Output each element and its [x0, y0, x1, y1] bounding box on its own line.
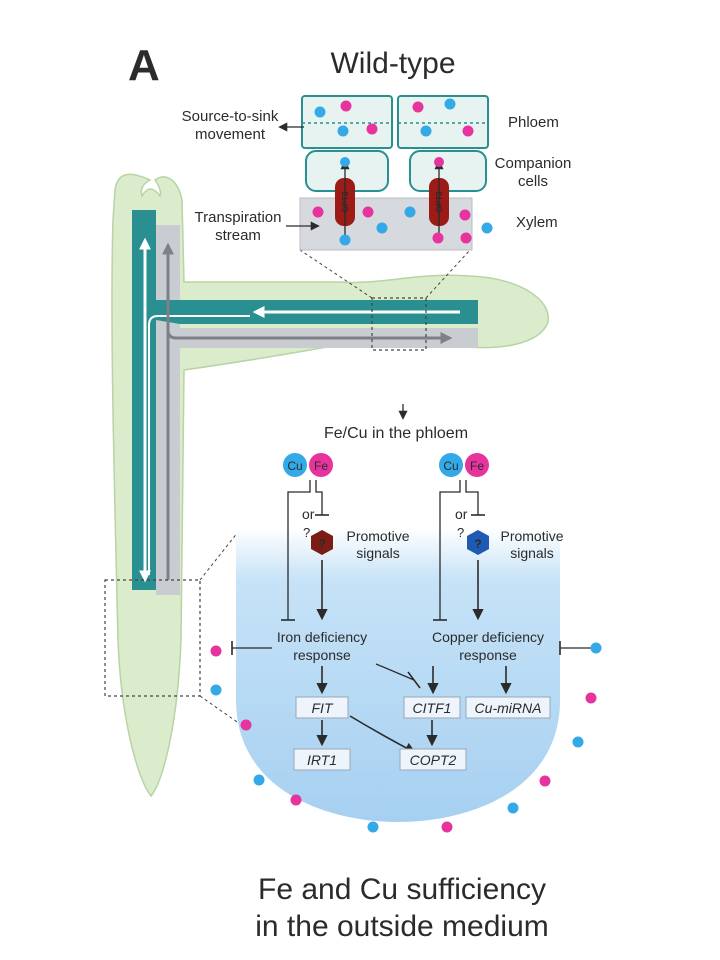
promotive-label-right-1: Promotive	[500, 528, 563, 544]
cu-fe-pair-left: Cu Fe	[283, 453, 333, 477]
left-signal-branch: or ? ? Promotive signals	[281, 480, 410, 621]
svg-text:?: ?	[457, 525, 464, 540]
xylem-arrow-right	[166, 329, 453, 344]
copper-response-label-2: response	[459, 647, 517, 663]
iron-response-label-1: Iron deficiency	[277, 629, 367, 645]
svg-text:?: ?	[474, 537, 481, 551]
cu-ion-left	[283, 453, 307, 477]
source-to-sink-label-2: movement	[195, 126, 266, 143]
caption-line-1: Fe and Cu sufficiency	[258, 873, 546, 906]
gene-box-citf1	[403, 696, 461, 719]
gene-irt1: IRT1	[307, 752, 337, 768]
copper-response-label-1: Copper deficiency	[432, 629, 544, 645]
phloem-cell-right	[397, 95, 489, 149]
right-signal-branch: or ? ? Promotive signals	[433, 480, 564, 621]
promotive-label-left-2: signals	[356, 545, 400, 561]
vascular-inset: OPT3 OPT3	[299, 95, 493, 251]
svg-text:Fe: Fe	[314, 459, 328, 473]
cu-ion-right	[439, 453, 463, 477]
svg-text:Fe: Fe	[470, 459, 484, 473]
cu-fe-pair-right: Cu Fe	[439, 453, 489, 477]
gene-citf1: CITF1	[413, 700, 452, 716]
promotive-label-right-2: signals	[510, 545, 554, 561]
root-zoom-box	[104, 579, 201, 697]
svg-text:or: or	[302, 506, 315, 522]
caption-line-2: in the outside medium	[255, 910, 549, 943]
gene-box-cu-mirna	[465, 696, 551, 719]
inhibition-bar-icon	[407, 671, 421, 689]
svg-text:Cu: Cu	[287, 459, 302, 473]
iron-response-label-2: response	[293, 647, 351, 663]
gene-fit: FIT	[312, 700, 334, 716]
hexagon-icon	[467, 530, 489, 555]
source-to-sink-label-1: Source-to-sink	[182, 108, 279, 125]
signal-heading: Fe/Cu in the phloem	[324, 425, 468, 442]
promotive-label-left-1: Promotive	[346, 528, 409, 544]
transpiration-label-1: Transpiration	[195, 209, 282, 226]
xylem-label: Xylem	[516, 214, 558, 231]
fe-ion-left	[309, 453, 333, 477]
hexagon-icon	[311, 530, 333, 555]
svg-text:or: or	[455, 506, 468, 522]
companion-label-1: Companion	[495, 155, 572, 172]
figure-title: Wild-type	[330, 47, 455, 80]
svg-text:?: ?	[318, 537, 325, 551]
gene-cu-mirna: Cu-miRNA	[475, 700, 542, 716]
companion-label-2: cells	[518, 173, 548, 190]
svg-text:?: ?	[303, 525, 310, 540]
svg-text:Cu: Cu	[443, 459, 458, 473]
gene-copt2: COPT2	[410, 752, 457, 768]
gene-box-copt2	[399, 748, 467, 771]
phloem-corner-line	[148, 315, 250, 575]
outside-ion-dots	[210, 642, 602, 833]
gene-box-fit	[295, 696, 349, 719]
gene-box-irt1	[293, 748, 351, 771]
panel-letter: A	[128, 41, 160, 90]
leaf-zoom-box	[371, 297, 427, 351]
fe-ion-right	[465, 453, 489, 477]
root-tissue	[236, 528, 560, 822]
transpiration-label-2: stream	[215, 227, 261, 244]
phloem-label: Phloem	[508, 114, 559, 131]
